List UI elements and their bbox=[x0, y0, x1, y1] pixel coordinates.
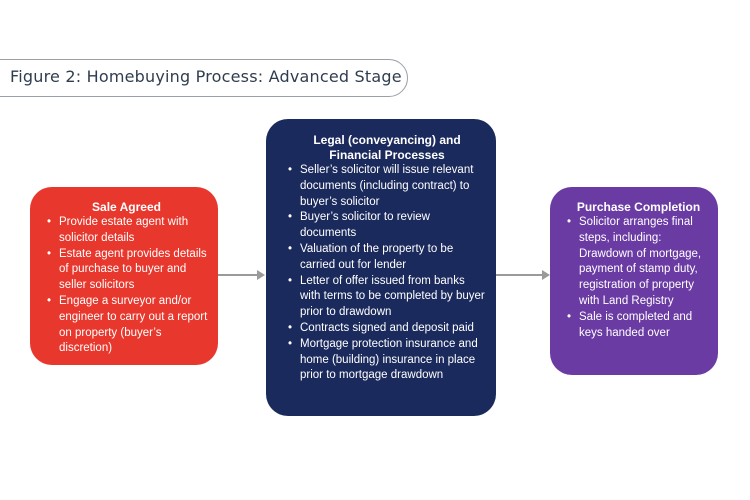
flow-arrow-right bbox=[218, 270, 265, 280]
stage-items: Seller’s solicitor will issue relevant d… bbox=[286, 163, 488, 384]
list-item: Provide estate agent with solicitor deta… bbox=[47, 215, 208, 247]
stage-legal-financial: Legal (conveyancing) and Financial Proce… bbox=[266, 119, 496, 416]
list-item: Estate agent provides details of purchas… bbox=[47, 247, 208, 294]
stage-sale-agreed: Sale Agreed Provide estate agent with so… bbox=[30, 187, 218, 365]
figure-title: Figure 2: Homebuying Process: Advanced S… bbox=[10, 67, 402, 86]
stage-items: Solicitor arranges final steps, includin… bbox=[565, 215, 712, 341]
stage-items: Provide estate agent with solicitor deta… bbox=[45, 215, 208, 357]
stage-heading: Sale Agreed bbox=[92, 200, 161, 214]
stage-purchase-completion: Purchase Completion Solicitor arranges f… bbox=[550, 187, 718, 375]
list-item: Letter of offer issued from banks with t… bbox=[288, 274, 488, 321]
list-item: Contracts signed and deposit paid bbox=[288, 321, 488, 337]
list-item: Valuation of the property to be carried … bbox=[288, 242, 488, 274]
list-item: Sale is completed and keys handed over bbox=[567, 310, 712, 342]
flow-arrow-right bbox=[496, 270, 550, 280]
list-item: Solicitor arranges final steps, includin… bbox=[567, 215, 712, 310]
list-item: Seller’s solicitor will issue relevant d… bbox=[288, 163, 488, 210]
figure-title-frame bbox=[0, 59, 408, 97]
stage-heading: Legal (conveyancing) and Financial Proce… bbox=[313, 133, 461, 162]
list-item: Buyer’s solicitor to review documents bbox=[288, 210, 488, 242]
stage-heading: Purchase Completion bbox=[576, 200, 701, 214]
list-item: Engage a surveyor and/or engineer to car… bbox=[47, 294, 208, 357]
list-item: Mortgage protection insurance and home (… bbox=[288, 337, 488, 384]
